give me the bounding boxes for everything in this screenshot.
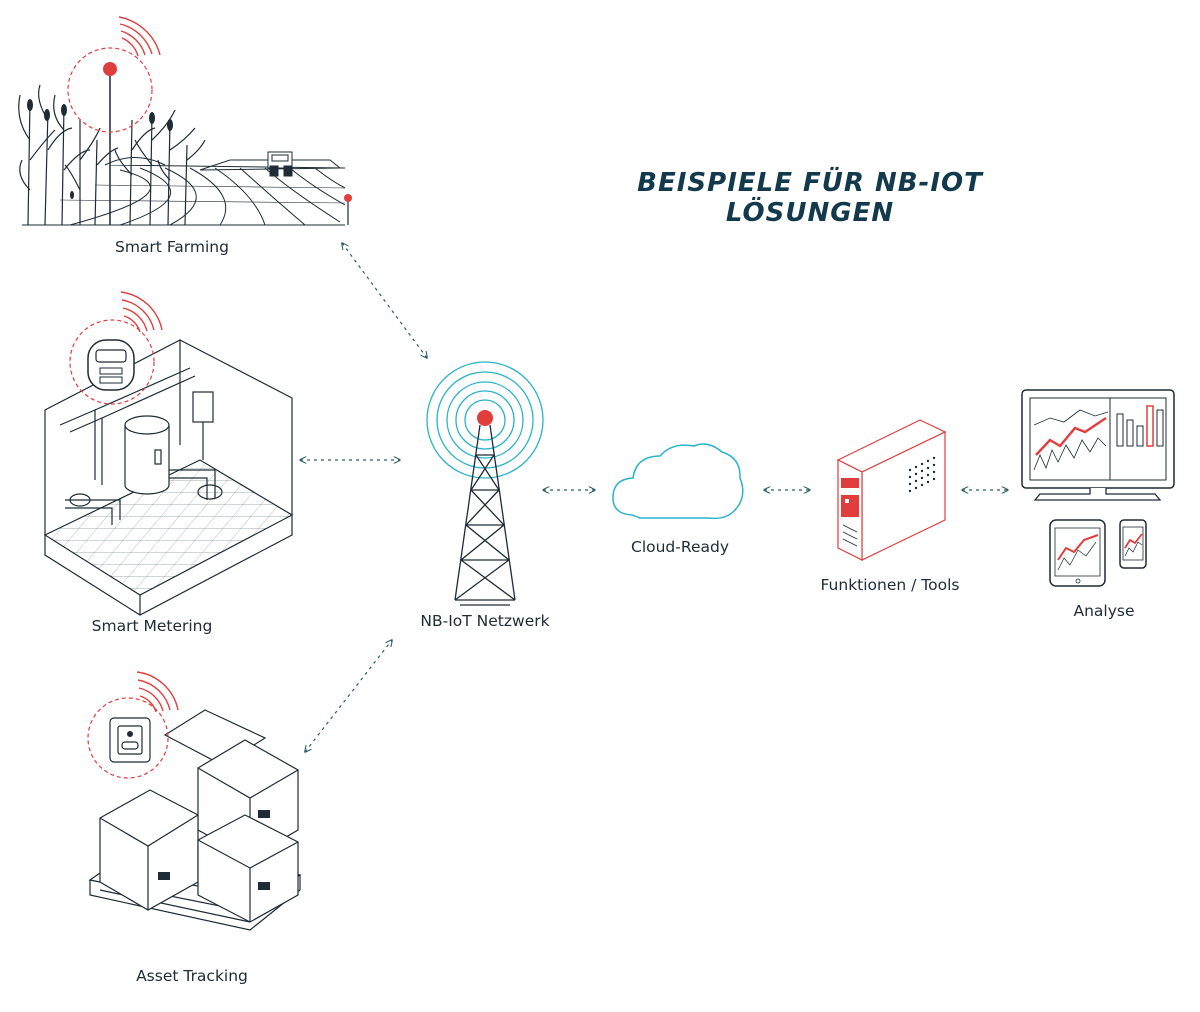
smart-metering-illustration [43,291,294,616]
analysis-devices-illustration [1021,389,1175,587]
asset-tracking-illustration [87,671,302,931]
label-cloud: Cloud-Ready [631,538,729,556]
label-smart-metering: Smart Metering [91,617,213,635]
label-asset-tracking: Asset Tracking [136,967,248,985]
diagram-title: BEISPIELE FÜR NB-IOT LÖSUNGEN [637,168,983,228]
cloud-illustration [612,443,744,520]
label-functions: Funktionen / Tools [820,576,960,594]
label-network: NB-IoT Netzwerk [420,612,550,630]
label-smart-farming: Smart Farming [115,238,229,256]
server-illustration [836,419,947,561]
connector-tracking-network [305,640,392,752]
smart-farming-illustration [18,16,352,226]
radio-tower-illustration [426,361,544,606]
connectors [300,243,1008,752]
label-analysis: Analyse [1073,602,1135,620]
connector-farming-network [342,243,427,358]
